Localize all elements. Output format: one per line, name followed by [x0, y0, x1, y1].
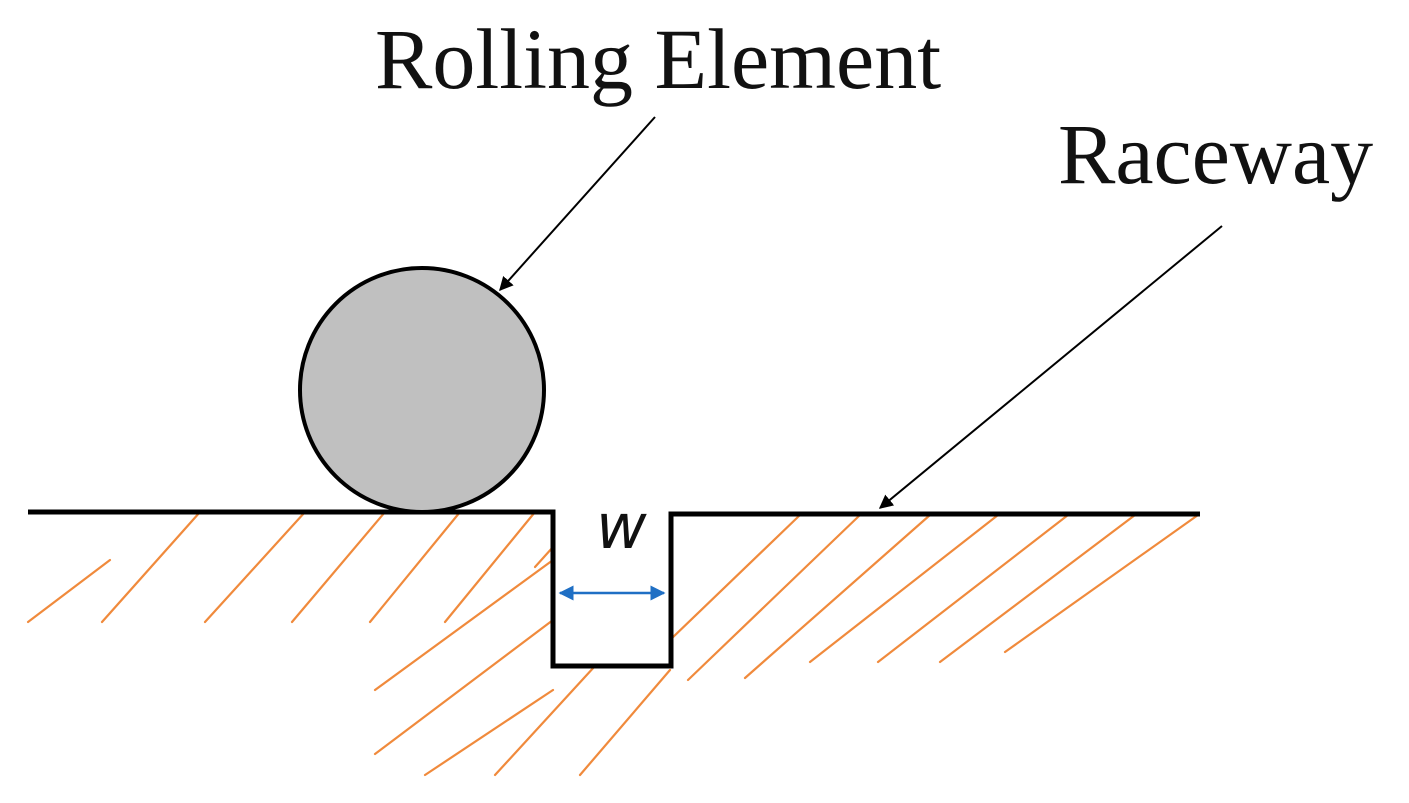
- hatch-line: [743, 513, 932, 680]
- rolling-element-leader-arrow: [499, 116, 656, 292]
- hatch-line: [368, 510, 462, 624]
- hatch-line: [533, 545, 555, 569]
- hatch-line: [100, 510, 202, 624]
- hatch-line: [290, 510, 387, 624]
- raceway-leader-arrow: [878, 225, 1223, 509]
- hatch-line: [1003, 513, 1200, 654]
- rolling-element-ball: [298, 266, 546, 514]
- hatch-line: [876, 513, 1070, 664]
- hatch-line: [668, 513, 802, 642]
- hatch-line: [373, 558, 555, 692]
- hatch-line: [686, 513, 862, 682]
- material-hatching: [26, 510, 1200, 777]
- hatch-line: [373, 618, 555, 756]
- hatch-line: [26, 558, 112, 624]
- hatch-line: [203, 510, 307, 624]
- rolling-element-label: Rolling Element: [375, 11, 941, 107]
- hatch-line: [938, 513, 1137, 664]
- hatch-line: [808, 513, 1000, 664]
- hatch-line: [578, 668, 672, 777]
- raceway-surface-profile: [28, 509, 1200, 669]
- hatch-line: [493, 664, 597, 777]
- hatch-line: [443, 510, 537, 624]
- hatch-line: [423, 688, 555, 777]
- raceway-label: Raceway: [1058, 106, 1373, 202]
- width-symbol-label: w: [596, 490, 647, 563]
